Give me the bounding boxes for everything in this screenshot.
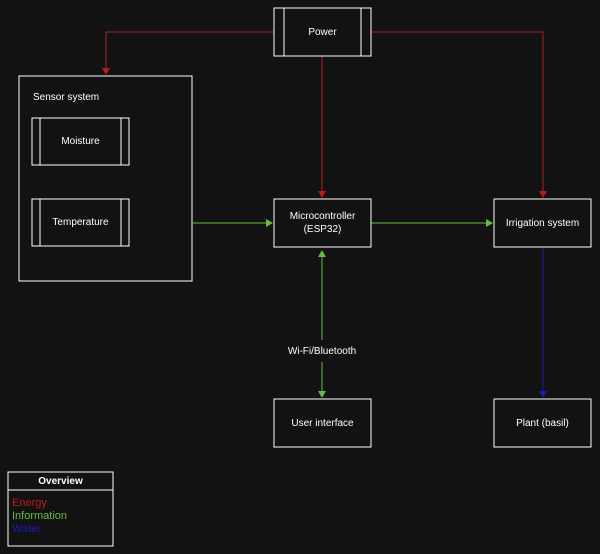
wireless-edge-label: Wi-Fi/Bluetooth [272, 343, 372, 359]
irrigation-label: Irrigation system [505, 217, 580, 229]
temperature-label: Temperature [52, 217, 109, 228]
legend-item-water: Water [12, 523, 41, 535]
energy-edge-power-to-irrigation [371, 31, 547, 198]
power-label: Power [308, 26, 337, 38]
user-interface-node [273, 398, 372, 448]
plant-node [493, 398, 592, 448]
energy-edge-power-to-sensor [102, 31, 274, 75]
temperature-node [31, 198, 130, 247]
irrigation-node [493, 198, 592, 248]
legend-item-information: Information [12, 510, 68, 522]
user-interface-label: User interface [291, 417, 354, 429]
sensor-system-container [18, 75, 193, 282]
power-node [273, 7, 372, 57]
microcontroller-node [273, 198, 372, 248]
microcontroller-label: Microcontroller (ESP32) [289, 211, 356, 235]
moisture-label: Moisture [61, 136, 100, 147]
plant-label: Plant (basil) [516, 417, 569, 429]
legend-item-energy: Energy [12, 497, 47, 509]
legend-box [7, 471, 114, 547]
sensor-system-label: Sensor system [33, 91, 100, 103]
moisture-node [31, 117, 130, 166]
legend-title: Overview [38, 476, 83, 487]
